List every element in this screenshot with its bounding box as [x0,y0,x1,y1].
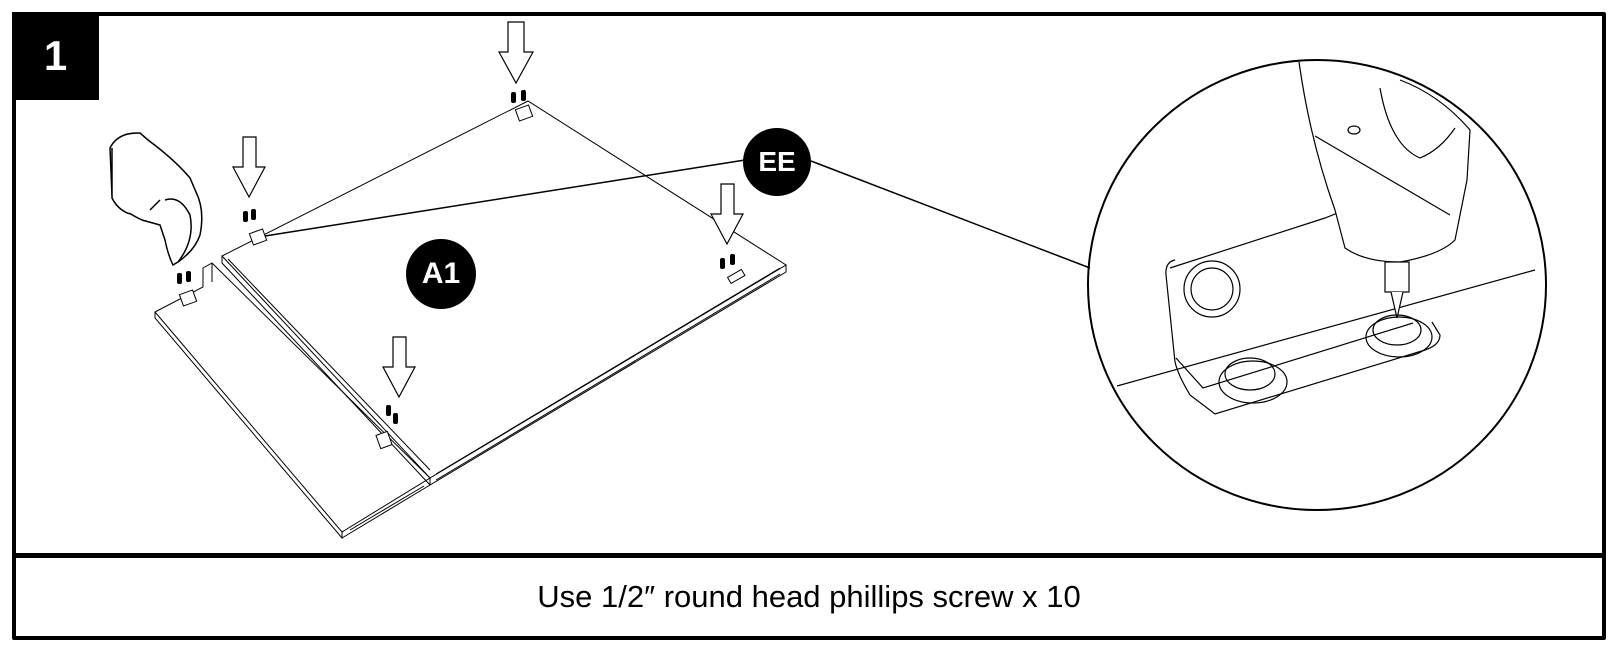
screw-pair [386,405,398,424]
brackets [178,104,746,450]
arrow-down-icon [232,136,266,199]
instruction-frame [12,12,1606,640]
bracket [375,430,393,450]
part-label-ee: EE [743,128,811,196]
screw-pair [177,271,191,284]
arrow-down-icon [710,183,744,246]
bracket [178,289,198,307]
step-number-badge: 1 [12,12,99,100]
arrows [232,21,744,399]
bracket [248,228,268,246]
panel-a1 [221,100,787,486]
drill-icon [109,132,203,267]
instruction-caption: Use 1/2″ round head phillips screw x 10 [537,579,1081,614]
arrow-down-icon [497,21,535,85]
screw-pair [720,254,735,269]
screws [177,90,735,424]
detail-circle [1087,59,1547,511]
detail-view [1087,59,1547,511]
screw-pair [243,209,256,222]
caption-divider [12,553,1606,558]
arrow-down-icon [382,336,416,399]
part-label-a1: A1 [406,239,476,309]
panel-side [154,262,431,540]
leader-lines [264,159,1091,269]
bracket [726,268,746,285]
bracket [514,104,534,122]
screw-pair [511,90,526,103]
